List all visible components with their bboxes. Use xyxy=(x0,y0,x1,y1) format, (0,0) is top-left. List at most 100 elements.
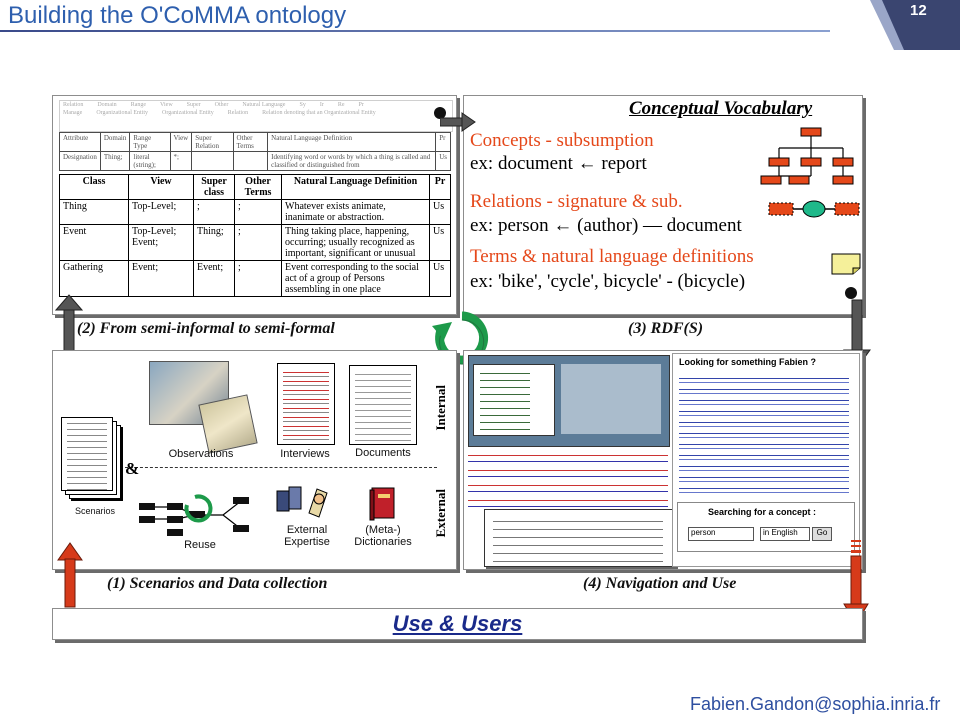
explorer-frame xyxy=(468,355,670,447)
internal-label: Internal xyxy=(433,385,448,431)
search-page: Looking for something Fabien ? Searching… xyxy=(672,353,860,567)
connector-dot xyxy=(845,287,857,299)
small-header: Natural Language Definition xyxy=(267,132,437,152)
col-header-class: Class xyxy=(59,174,129,200)
documents-label: Documents xyxy=(355,447,411,459)
scenarios-label: Scenarios xyxy=(74,506,116,516)
slide-title: Building the O'CoMMA ontology xyxy=(8,2,347,29)
reuse-label: Reuse xyxy=(184,539,216,551)
corner-decoration xyxy=(870,0,960,50)
small-cell: Designation xyxy=(59,151,101,171)
small-cell: Identifying word or words by which a thi… xyxy=(267,151,437,171)
col-header-view: View xyxy=(128,174,194,200)
meta-dictionaries-label: (Meta-) Dictionaries xyxy=(354,524,412,548)
use-users-bar: Use & Users xyxy=(52,608,863,640)
terms-heading: Terms & natural language definitions xyxy=(470,246,754,267)
category-list xyxy=(679,372,849,498)
observations-photo xyxy=(198,394,258,454)
expertise-icon xyxy=(276,486,328,518)
step-2-label: (2) From semi-informal to semi-formal xyxy=(77,320,335,337)
search-input[interactable]: person xyxy=(688,527,754,541)
small-header: Attribute xyxy=(59,132,101,152)
small-cell xyxy=(191,151,234,171)
use-users-label: Use & Users xyxy=(392,611,523,636)
table-cell: Event xyxy=(59,224,129,261)
small-header: Domain xyxy=(99,132,131,152)
small-cell: Thing; xyxy=(99,151,131,171)
table-cell: Top-Level; xyxy=(128,199,194,225)
table-cell: Us xyxy=(429,224,451,261)
dictionary-icon xyxy=(369,487,395,521)
reuse-graph xyxy=(139,494,249,536)
scenarios-stack xyxy=(61,417,121,499)
navigation-panel: Looking for something Fabien ? Searching… xyxy=(463,350,863,570)
small-header: Super Relation xyxy=(191,132,234,152)
documents-doc xyxy=(349,365,417,445)
go-button[interactable]: Go xyxy=(812,527,832,541)
connector-dot xyxy=(434,107,446,119)
external-label: External xyxy=(433,489,448,538)
table-cell: ; xyxy=(234,224,282,261)
ampersand: & xyxy=(125,459,140,478)
col-header-pr: Pr xyxy=(429,174,451,200)
small-header: View xyxy=(169,132,193,152)
table-row: Event Top-Level; Event; Thing; ; Thing t… xyxy=(59,224,451,261)
small-cell: *; xyxy=(169,151,193,171)
small-cell: literal (string); xyxy=(129,151,171,171)
title-underline xyxy=(0,30,830,32)
small-header: Range Type xyxy=(129,132,171,152)
footer-email: Fabien.Gandon@sophia.inria.fr xyxy=(690,694,941,714)
relations-example: ex: person ← (author) — document xyxy=(470,215,742,236)
searching-label: Searching for a concept : xyxy=(708,507,817,517)
search-box: Searching for a concept : person in Engl… xyxy=(677,502,855,552)
interviews-doc xyxy=(277,363,335,445)
table-cell: Event corresponding to the social act of… xyxy=(281,260,430,297)
table-cell: Thing xyxy=(59,199,129,225)
table-cell: ; xyxy=(193,199,235,225)
table-cell: Event; xyxy=(128,260,194,297)
step-4-label: (4) Navigation and Use xyxy=(583,575,737,592)
observations-label: Observations xyxy=(168,448,234,460)
terms-example: ex: 'bike', 'cycle', bicycle' - (bicycle… xyxy=(470,271,746,292)
table-cell: Whatever exists animate, inanimate or ab… xyxy=(281,199,430,225)
small-header: Pr xyxy=(435,132,451,152)
small-cell xyxy=(232,151,269,171)
interviews-label: Interviews xyxy=(280,448,330,460)
step-1-label: (1) Scenarios and Data collection xyxy=(107,575,328,592)
col-header-superclass: Super class xyxy=(193,174,235,200)
org-chart-links xyxy=(468,447,668,507)
right-arrow-icon xyxy=(440,112,476,132)
table-cell: ; xyxy=(234,260,282,297)
dashed-separator xyxy=(125,467,437,468)
concepts-heading: Concepts - subsumption xyxy=(470,130,654,151)
relation-icon xyxy=(768,200,860,218)
col-header-definition: Natural Language Definition xyxy=(281,174,430,200)
table-cell: ; xyxy=(234,199,282,225)
attribute-table: Attribute Domain Range Type View Super R… xyxy=(59,132,451,171)
looking-for-heading: Looking for something Fabien ? xyxy=(679,357,816,367)
small-cell: Us xyxy=(435,151,451,171)
step-3-label: (3) RDF(S) xyxy=(628,320,704,337)
concepts-example: ex: document ← report xyxy=(470,153,647,174)
hierarchy-icon xyxy=(760,127,854,185)
table-cell: Thing; xyxy=(193,224,235,261)
vocabulary-panel: Conceptual Vocabulary Concepts - subsump… xyxy=(463,95,863,315)
table-cell: Thing taking place, happening, occurring… xyxy=(281,224,430,261)
collection-panel: Scenarios Observations Interviews Docume… xyxy=(52,350,457,570)
vocabulary-title: Conceptual Vocabulary xyxy=(629,98,813,119)
relations-heading: Relations - signature & sub. xyxy=(470,191,683,212)
definition-box xyxy=(484,509,676,567)
table-cell: Us xyxy=(429,199,451,225)
col-header-other-terms: Other Terms xyxy=(234,174,282,200)
language-select[interactable]: in English xyxy=(760,527,810,541)
page-number: 12 xyxy=(910,2,927,19)
external-expertise-label: External Expertise xyxy=(284,524,330,548)
note-icon xyxy=(831,253,861,275)
table-cell: Top-Level; Event; xyxy=(128,224,194,261)
table-cell: Us xyxy=(429,260,451,297)
small-header: Other Terms xyxy=(232,132,269,152)
table-row: Gathering Event; Event; ; Event correspo… xyxy=(59,260,451,297)
class-table: Class View Super class Other Terms Natur… xyxy=(59,174,451,297)
table-cell: Gathering xyxy=(59,260,129,297)
